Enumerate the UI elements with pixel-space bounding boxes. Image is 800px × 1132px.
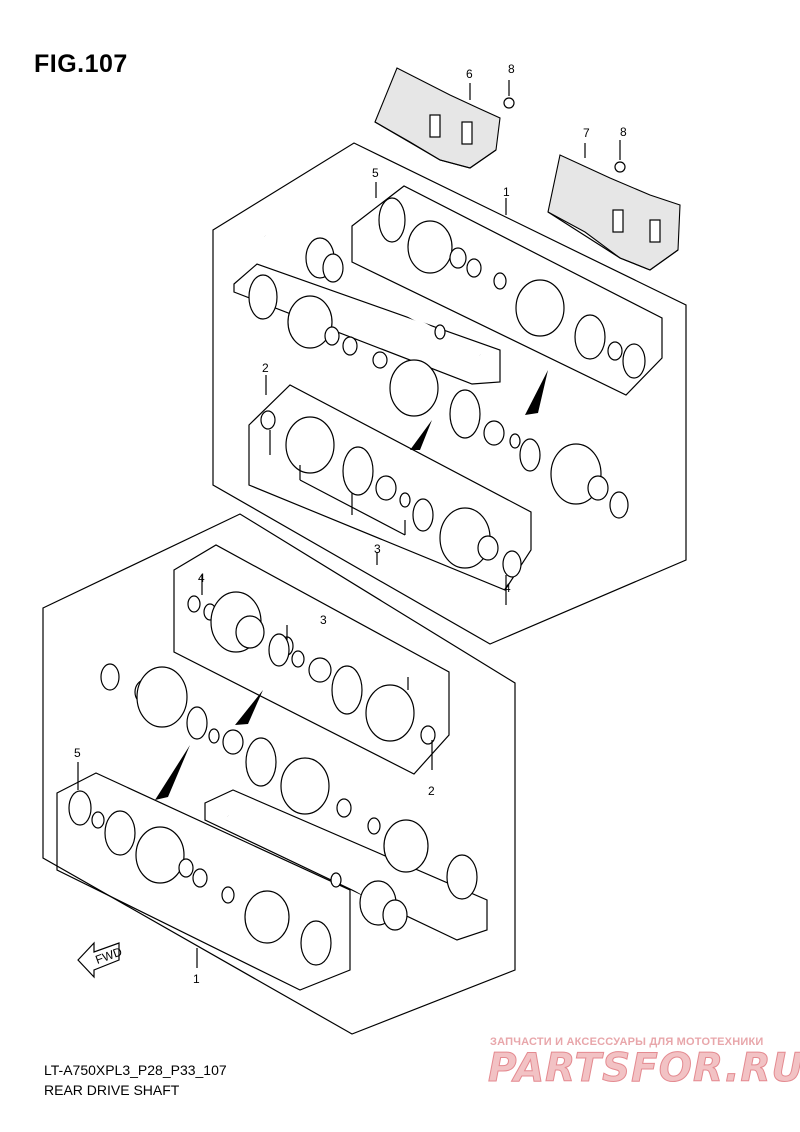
- lower-subframe-2: [248, 384, 532, 591]
- callout-1-bottom: 1: [193, 972, 200, 986]
- shaft-rail-frame: [233, 263, 501, 385]
- watermark-logo: PARTSFOR.RU: [487, 1046, 800, 1092]
- callout-5-bottom: 5: [74, 746, 81, 760]
- drive-shaft-bottom: [227, 814, 441, 940]
- bottom-assembly-frame: [42, 513, 516, 1035]
- upper-shaft-subframe: [351, 185, 663, 396]
- bottom-boots-and-rings: [68, 591, 478, 966]
- callout-8-upper: 8: [508, 62, 515, 76]
- cover-7: [547, 154, 681, 271]
- model-code: LT-A750XPL3_P28_P33_107: [44, 1062, 227, 1078]
- direction-arrow-3: [235, 690, 263, 725]
- callout-6: 6: [466, 67, 473, 81]
- figure-title: FIG.107: [34, 50, 128, 78]
- callout-2-top: 2: [262, 361, 269, 375]
- callout-7: 7: [583, 126, 590, 140]
- callout-3-bottom: 3: [320, 613, 327, 627]
- bottom-subframe-2: [173, 544, 450, 775]
- bottom-subframe-1: [56, 772, 351, 991]
- bolt-8-upper: [503, 80, 515, 109]
- callout-8-lower: 8: [620, 125, 627, 139]
- drive-shaft-top: [264, 234, 481, 357]
- callout-4-bottom: 4: [198, 571, 205, 585]
- direction-arrow-2: [410, 420, 432, 450]
- callout-4-top: 4: [504, 581, 511, 595]
- bolt-8-lower: [614, 140, 626, 173]
- cover-6: [374, 67, 501, 169]
- direction-arrow-4: [155, 745, 190, 800]
- top-boots-and-rings: [248, 197, 646, 578]
- callout-5-top: 5: [372, 166, 379, 180]
- section-name: REAR DRIVE SHAFT: [44, 1082, 180, 1098]
- fwd-arrow-icon: FWD: [77, 941, 124, 979]
- watermark-tagline: ЗАПЧАСТИ И АКСЕССУАРЫ ДЛЯ МОТОТЕХНИКИ: [490, 1036, 764, 1048]
- callout-2-bottom: 2: [428, 784, 435, 798]
- callout-1-top: 1: [503, 185, 510, 199]
- direction-arrow-1: [525, 370, 548, 415]
- callout-3-top: 3: [374, 542, 381, 556]
- bottom-shaft-rail: [204, 789, 488, 941]
- top-assembly-frame: [212, 142, 687, 645]
